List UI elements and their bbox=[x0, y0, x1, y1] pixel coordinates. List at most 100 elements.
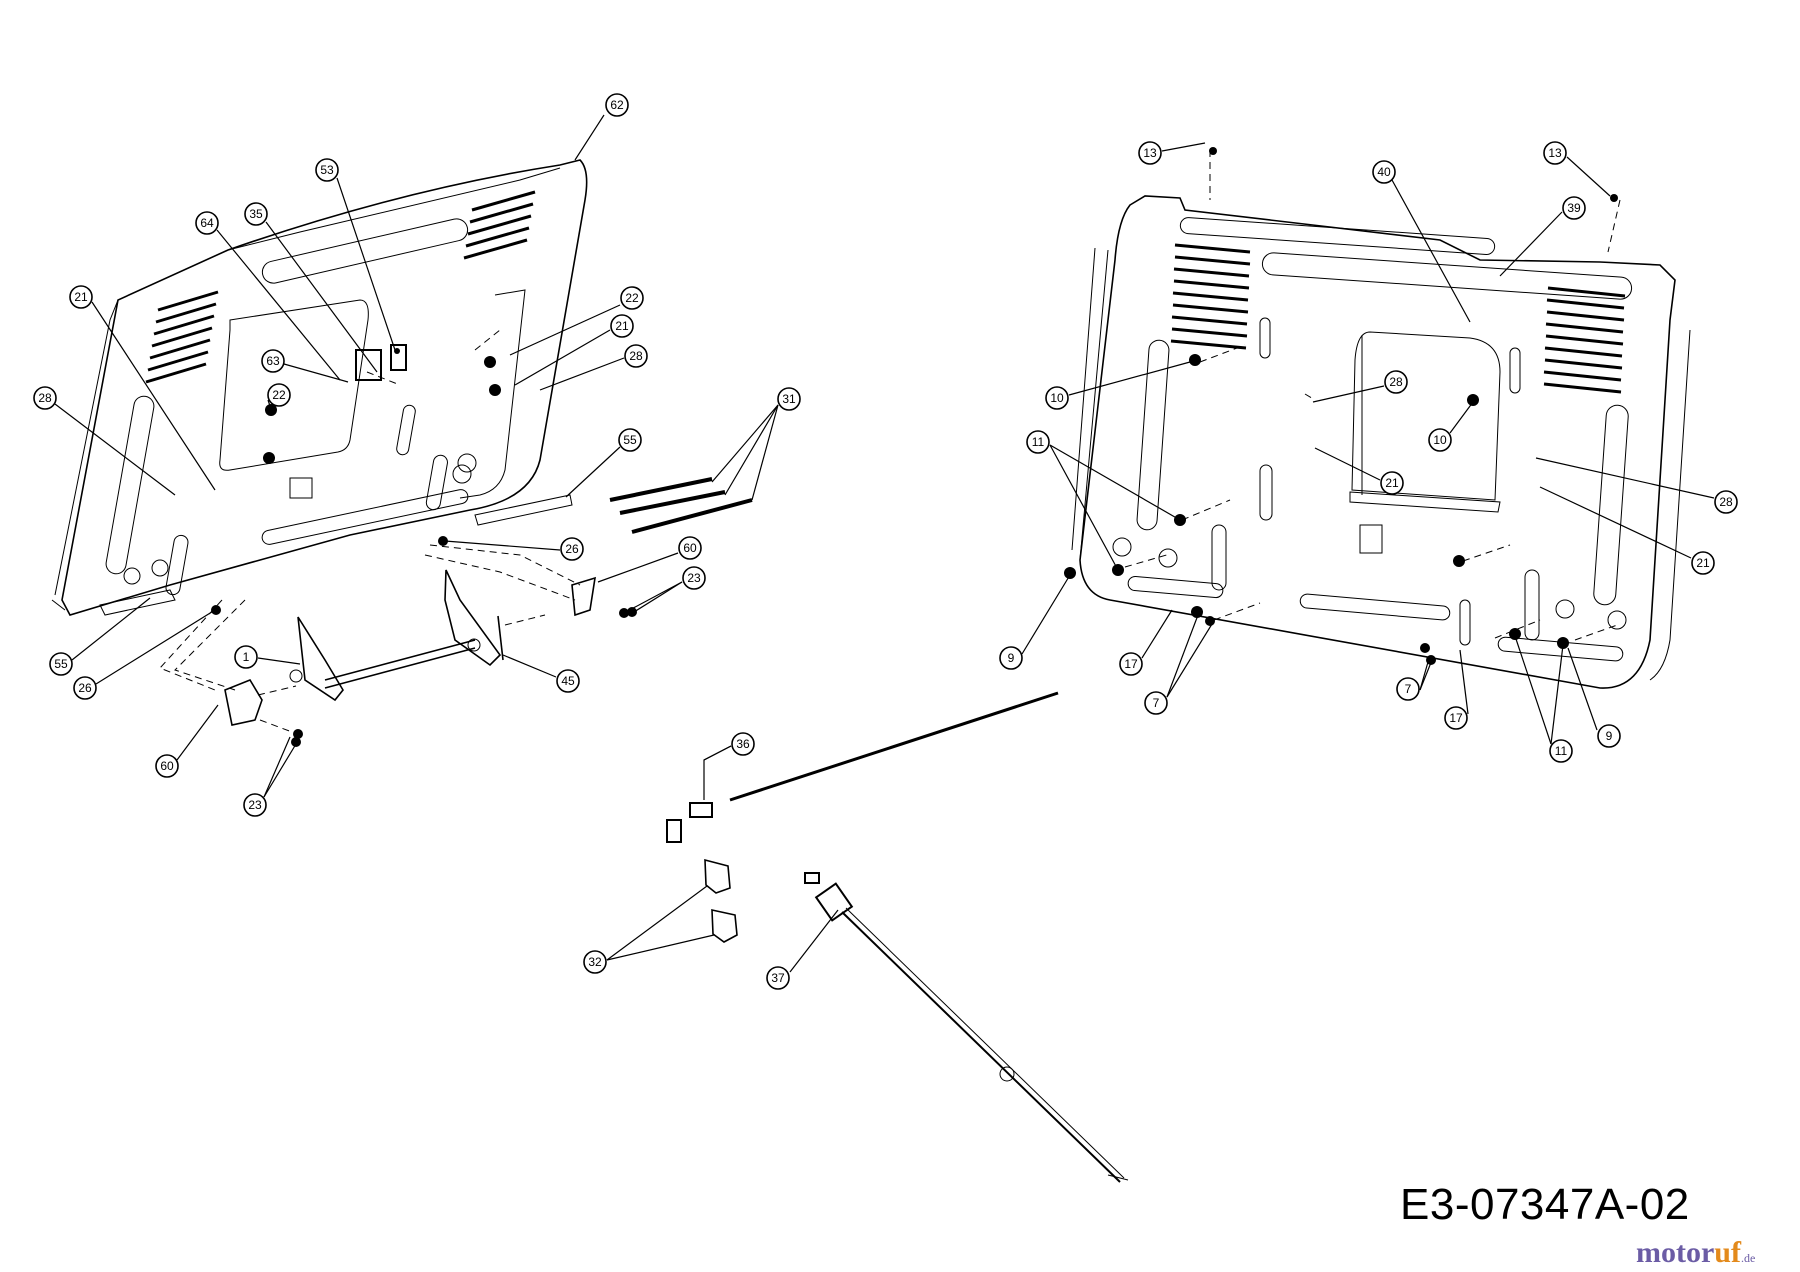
callout-number: 1 bbox=[243, 650, 250, 664]
callout-circle bbox=[682, 566, 706, 590]
leader-line bbox=[1550, 644, 1564, 745]
callout-circle bbox=[766, 966, 790, 990]
left-vent-grille-b bbox=[463, 190, 536, 260]
callout-number: 23 bbox=[687, 571, 701, 585]
callout-11: 11 bbox=[1514, 635, 1573, 763]
callout-number: 9 bbox=[1606, 729, 1613, 743]
callout-number: 13 bbox=[1143, 146, 1157, 160]
right-deck-plate bbox=[1071, 195, 1691, 689]
callout-circle bbox=[1138, 141, 1162, 165]
callout-26: 26 bbox=[73, 609, 216, 700]
brackets-32 bbox=[704, 858, 738, 943]
callout-number: 17 bbox=[1449, 711, 1463, 725]
callout-13: 13 bbox=[1543, 141, 1611, 197]
leader-line bbox=[1141, 609, 1173, 659]
leader-line bbox=[1419, 659, 1433, 691]
right-assembly-guides bbox=[1124, 150, 1621, 641]
callout-number: 21 bbox=[615, 319, 629, 333]
callout-number: 36 bbox=[736, 737, 750, 751]
callout-26: 26 bbox=[444, 537, 584, 561]
left-deck-plate bbox=[51, 159, 588, 616]
leader-line bbox=[574, 114, 605, 161]
callout-7: 7 bbox=[1396, 659, 1433, 701]
leader-line bbox=[514, 329, 611, 386]
leader-line bbox=[1535, 457, 1715, 499]
right-vent-grille-a bbox=[1170, 243, 1251, 350]
callout-55: 55 bbox=[49, 597, 151, 676]
callout-number: 9 bbox=[1008, 651, 1015, 665]
leader-line bbox=[1021, 574, 1071, 655]
spring-rods bbox=[609, 477, 753, 534]
callout-circle bbox=[1144, 691, 1168, 715]
leader-line bbox=[789, 909, 839, 973]
callout-28: 28 bbox=[1312, 370, 1408, 403]
callout-number: 26 bbox=[78, 681, 92, 695]
callout-circle bbox=[1119, 652, 1143, 676]
callout-circle bbox=[1380, 471, 1404, 495]
callout-10: 10 bbox=[1428, 401, 1474, 452]
callout-number: 28 bbox=[38, 391, 52, 405]
leader-line bbox=[724, 404, 779, 496]
callout-circle bbox=[1562, 196, 1586, 220]
callout-28: 28 bbox=[539, 344, 648, 391]
callout-number: 23 bbox=[248, 798, 262, 812]
callout-number: 53 bbox=[320, 163, 334, 177]
leader-line bbox=[633, 581, 683, 613]
leader-line bbox=[1391, 179, 1471, 323]
leader-line bbox=[703, 745, 732, 800]
callout-number: 28 bbox=[1719, 495, 1733, 509]
callout-circle bbox=[583, 950, 607, 974]
leader-line bbox=[444, 540, 561, 551]
callout-63: 63 bbox=[261, 349, 349, 383]
leader-line bbox=[1449, 401, 1474, 434]
callout-11: 11 bbox=[1026, 430, 1181, 571]
callout-number: 45 bbox=[561, 674, 575, 688]
callout-circle bbox=[999, 646, 1023, 670]
leader-line bbox=[1049, 444, 1119, 571]
callout-number: 31 bbox=[782, 392, 796, 406]
callout-number: 63 bbox=[266, 354, 280, 368]
callout-number: 11 bbox=[1555, 744, 1568, 758]
callout-circle bbox=[1691, 551, 1715, 575]
callout-number: 7 bbox=[1405, 682, 1412, 696]
left-hardware bbox=[211, 344, 637, 747]
callout-36: 36 bbox=[703, 732, 755, 800]
leader-line bbox=[71, 597, 151, 661]
callout-circle bbox=[1026, 430, 1050, 454]
watermark-part-1: motor bbox=[1636, 1236, 1715, 1269]
callout-circle bbox=[556, 669, 580, 693]
callout-circle bbox=[1045, 386, 1069, 410]
leader-line bbox=[91, 301, 216, 491]
callout-55: 55 bbox=[565, 428, 642, 498]
leader-line bbox=[502, 654, 557, 678]
callout-9: 9 bbox=[999, 574, 1071, 670]
callout-number: 7 bbox=[1153, 696, 1160, 710]
callout-60: 60 bbox=[155, 704, 219, 778]
callout-circle bbox=[1543, 141, 1567, 165]
leader-line bbox=[216, 229, 341, 381]
callout-28: 28 bbox=[1535, 457, 1738, 514]
callout-number: 17 bbox=[1124, 657, 1138, 671]
callout-circle bbox=[33, 386, 57, 410]
callout-circle bbox=[73, 676, 97, 700]
callout-circle bbox=[267, 383, 291, 407]
callout-circle bbox=[1549, 739, 1573, 763]
callout-number: 13 bbox=[1548, 146, 1562, 160]
callout-number: 39 bbox=[1567, 201, 1581, 215]
control-cable-37 bbox=[804, 872, 1129, 1183]
leader-line bbox=[751, 404, 779, 501]
callout-circle bbox=[261, 349, 285, 373]
right-vent-grille-b bbox=[1543, 286, 1626, 394]
leader-line bbox=[539, 357, 625, 391]
callout-22: 22 bbox=[509, 286, 644, 356]
drawing-code: E3-07347A-02 bbox=[1400, 1180, 1690, 1229]
callout-number: 22 bbox=[625, 291, 639, 305]
callout-53: 53 bbox=[315, 158, 396, 351]
leader-line bbox=[267, 399, 273, 413]
callout-number: 64 bbox=[200, 216, 214, 230]
callout-circle bbox=[777, 387, 801, 411]
callout-number: 55 bbox=[623, 433, 637, 447]
leader-line bbox=[1514, 635, 1552, 745]
callout-28: 28 bbox=[33, 386, 176, 496]
leader-line bbox=[257, 657, 301, 665]
